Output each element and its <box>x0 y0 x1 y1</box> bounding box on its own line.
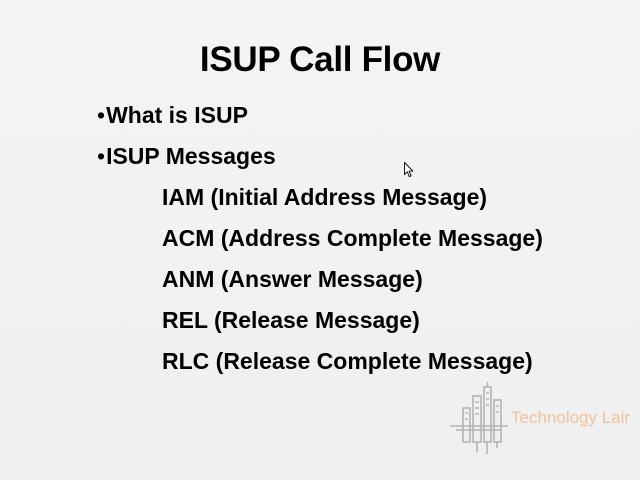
sub-item-iam: IAM (Initial Address Message) <box>162 184 488 210</box>
sub-item-acm: ACM (Address Complete Message) <box>162 225 543 251</box>
sub-item-rlc: RLC (Release Complete Message) <box>162 348 533 374</box>
bullet-what-is-isup: •What is ISUP <box>97 102 248 129</box>
bullet-marker: • <box>97 143 106 169</box>
bullet-marker: • <box>97 102 106 128</box>
sub-item-rel: REL (Release Message) <box>162 307 420 333</box>
bullet-text: ISUP Messages <box>106 143 276 169</box>
bullet-text: What is ISUP <box>106 102 248 128</box>
sub-item-anm: ANM (Answer Message) <box>162 266 423 292</box>
logo-text: Technology Lair <box>511 408 631 427</box>
slide-title: ISUP Call Flow <box>199 40 441 79</box>
city-buildings-icon <box>450 382 508 454</box>
bullet-isup-messages: •ISUP Messages <box>97 143 276 170</box>
mouse-pointer-icon <box>404 162 414 178</box>
